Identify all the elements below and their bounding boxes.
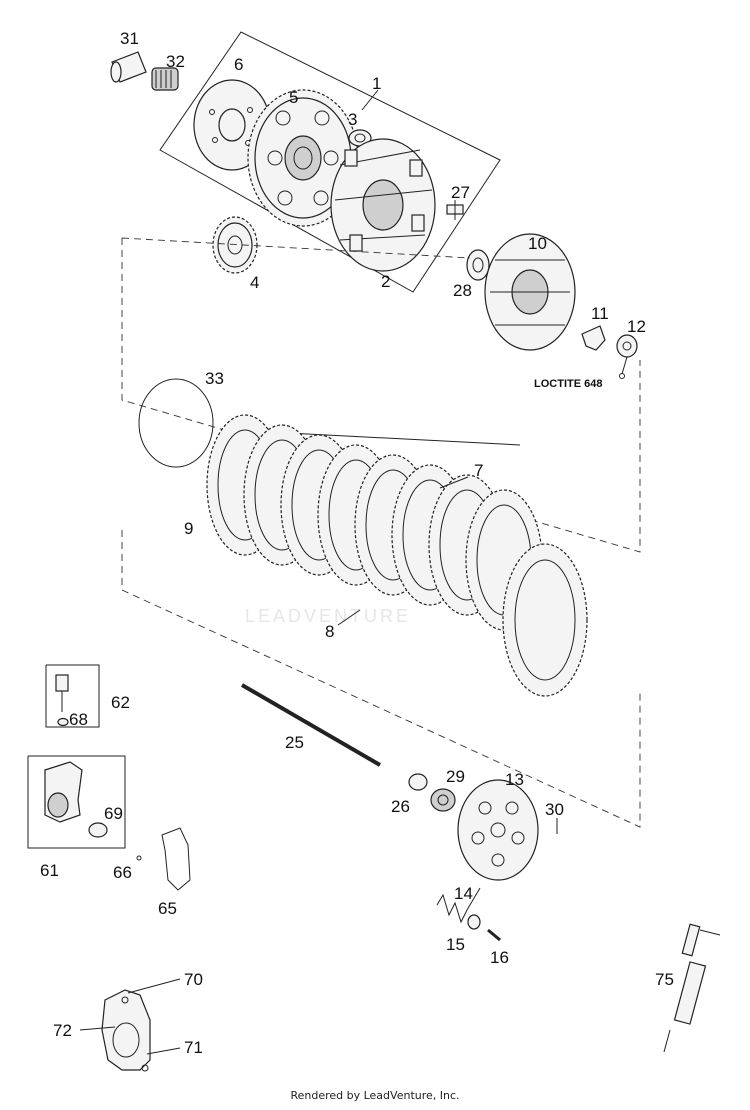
callout-66: 66 [113,863,132,882]
callout-7: 7 [474,461,483,480]
part-65-gasket [161,827,191,891]
part-31-bushing [110,51,147,83]
part-33-o-ring [138,378,214,468]
callout-13: 13 [505,770,524,789]
callout-31: 31 [120,29,139,48]
callout-9: 9 [184,519,193,538]
part-32-needle-bearing [151,67,179,91]
part-62-bleed-screw [45,664,100,728]
callout-14: 14 [454,884,473,903]
callout-29: 29 [446,767,465,786]
callout-69: 69 [104,804,123,823]
callout-1: 1 [372,74,381,93]
clutch-plate-stack [206,414,588,697]
part-13-pressure-cap [457,779,539,881]
part-2-clutch-basket [330,138,436,272]
callout-3: 3 [348,110,357,129]
callout-2: 2 [381,272,390,291]
callout-27: 27 [451,183,470,202]
callout-11: 11 [591,304,609,323]
part-25-push-rod [240,683,382,767]
callout-5: 5 [289,88,298,107]
callout-26: 26 [391,797,410,816]
part-12-nut [616,334,638,358]
callout-12: 12 [627,317,646,336]
callout-33: 33 [205,369,224,388]
callout-8: 8 [325,622,334,641]
callout-4: 4 [250,273,259,292]
part-14-spring [436,887,481,924]
callout-25: 25 [285,733,304,752]
part-27-bolt [446,200,464,220]
part-26-pressure-piece [408,773,428,791]
callout-labels: 31 32 6 1 5 3 27 10 2 4 28 11 12 LOCTITE… [40,29,674,1057]
callout-65: 65 [158,899,177,918]
part-69-seal [88,822,108,838]
part-4-gear [212,216,258,274]
callout-62: 62 [111,693,130,712]
callout-75: 75 [655,970,674,989]
part-70-gasket [79,978,181,1072]
callout-61: 61 [40,861,59,880]
part-15-washer [467,914,481,930]
callout-16: 16 [490,948,509,967]
callout-32: 32 [166,52,185,71]
part-5-primary-gear [247,89,359,227]
callout-6: 6 [234,55,243,74]
callout-15: 15 [446,935,465,954]
part-61-slave-cylinder [27,755,126,849]
watermark: LEADVENTURE [245,606,411,626]
part-68-washer [57,717,69,727]
part-16-bolt [487,928,501,942]
callout-10: 10 [528,234,547,253]
part-29-bearing [430,788,456,812]
callout-72: 72 [53,1021,72,1040]
callout-30: 30 [545,800,564,819]
primary-gear-group [110,31,501,293]
part-75-syringe [663,923,721,1053]
callout-71: 71 [184,1038,203,1057]
callout-68: 68 [69,710,88,729]
loctite-note: LOCTITE 648 [534,378,602,390]
footer-credit: Rendered by LeadVenture, Inc. [290,1089,460,1102]
part-11-lock-washer [581,325,606,351]
part-10-inner-hub [484,233,576,351]
callout-28: 28 [453,281,472,300]
part-66-ball [136,855,142,861]
callout-70: 70 [184,970,203,989]
part-28-washer [466,249,490,281]
